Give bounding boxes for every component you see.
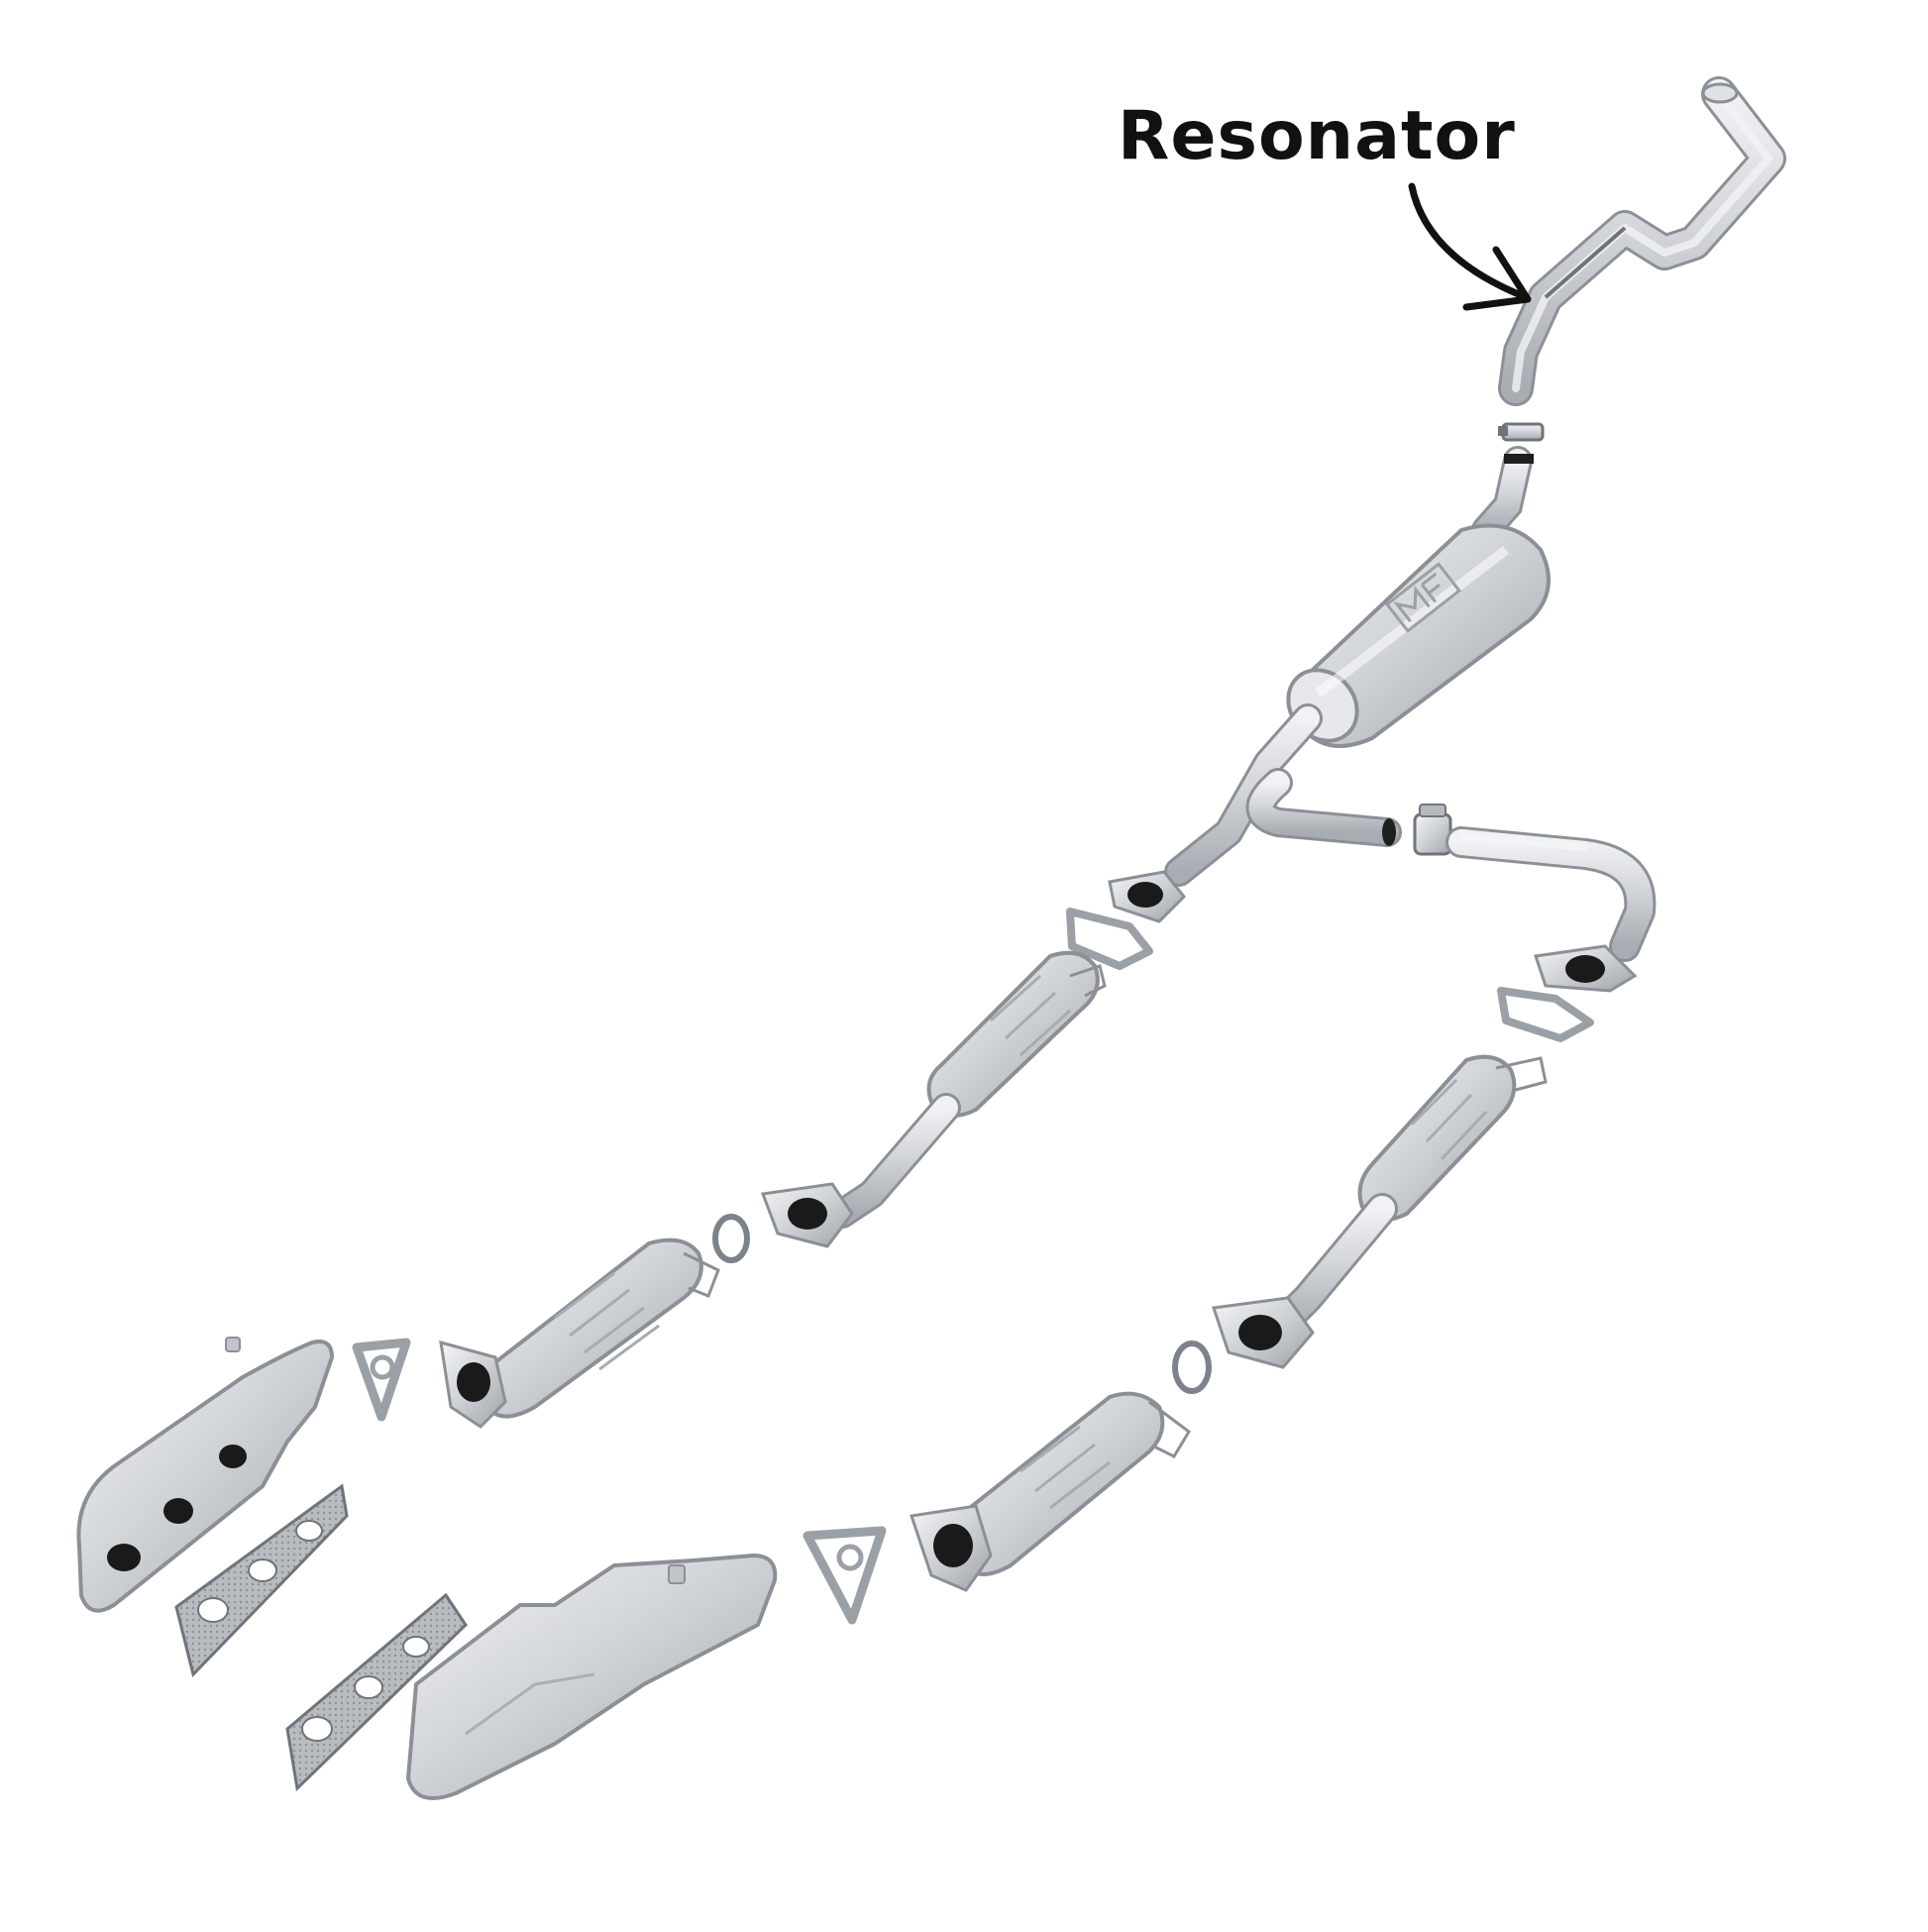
triangle-gasket-1 [352,1338,411,1422]
right-connecting-pipe [1446,826,1657,962]
left-cat-inlet-flange [439,1340,507,1429]
y-pipe-flange-left [1108,870,1187,923]
triangle-gasket-2 [803,1526,887,1625]
upper-left-cat-pipe [827,1093,961,1229]
mf-logo [1384,562,1462,633]
catalytic-converter-upper-left [926,950,1107,1118]
muffler-inlet-pipe [1471,446,1534,545]
manifold-gasket-right [285,1592,468,1792]
resonator-callout-label: Resonator [1118,97,1516,175]
flange-gasket-2 [1497,987,1594,1042]
exhaust-manifold-right [405,1553,778,1800]
catalytic-converter-left [480,1237,720,1419]
ring-gasket-1 [712,1214,750,1263]
exhaust-manifold-left [76,1337,335,1613]
resonator [1544,226,1627,299]
catalytic-converter-upper-right [1357,1054,1548,1223]
upper-left-cat-flange [760,1182,854,1248]
manifold-gasket-left-1 [174,1483,349,1677]
right-cat-inlet-flange [910,1504,993,1592]
band-clamp-upper [1498,422,1545,442]
callout-arrow [1408,182,1532,311]
y-pipe-flange-right [1534,944,1638,993]
tailpipe [1498,76,1786,406]
upper-right-cat-flange [1212,1296,1315,1369]
catalytic-converter-right [955,1391,1191,1576]
y-pipe [1164,703,1402,887]
flange-gasket-1 [1066,908,1153,970]
band-clamp-middle [1413,804,1452,856]
ring-gasket-2 [1172,1341,1212,1394]
